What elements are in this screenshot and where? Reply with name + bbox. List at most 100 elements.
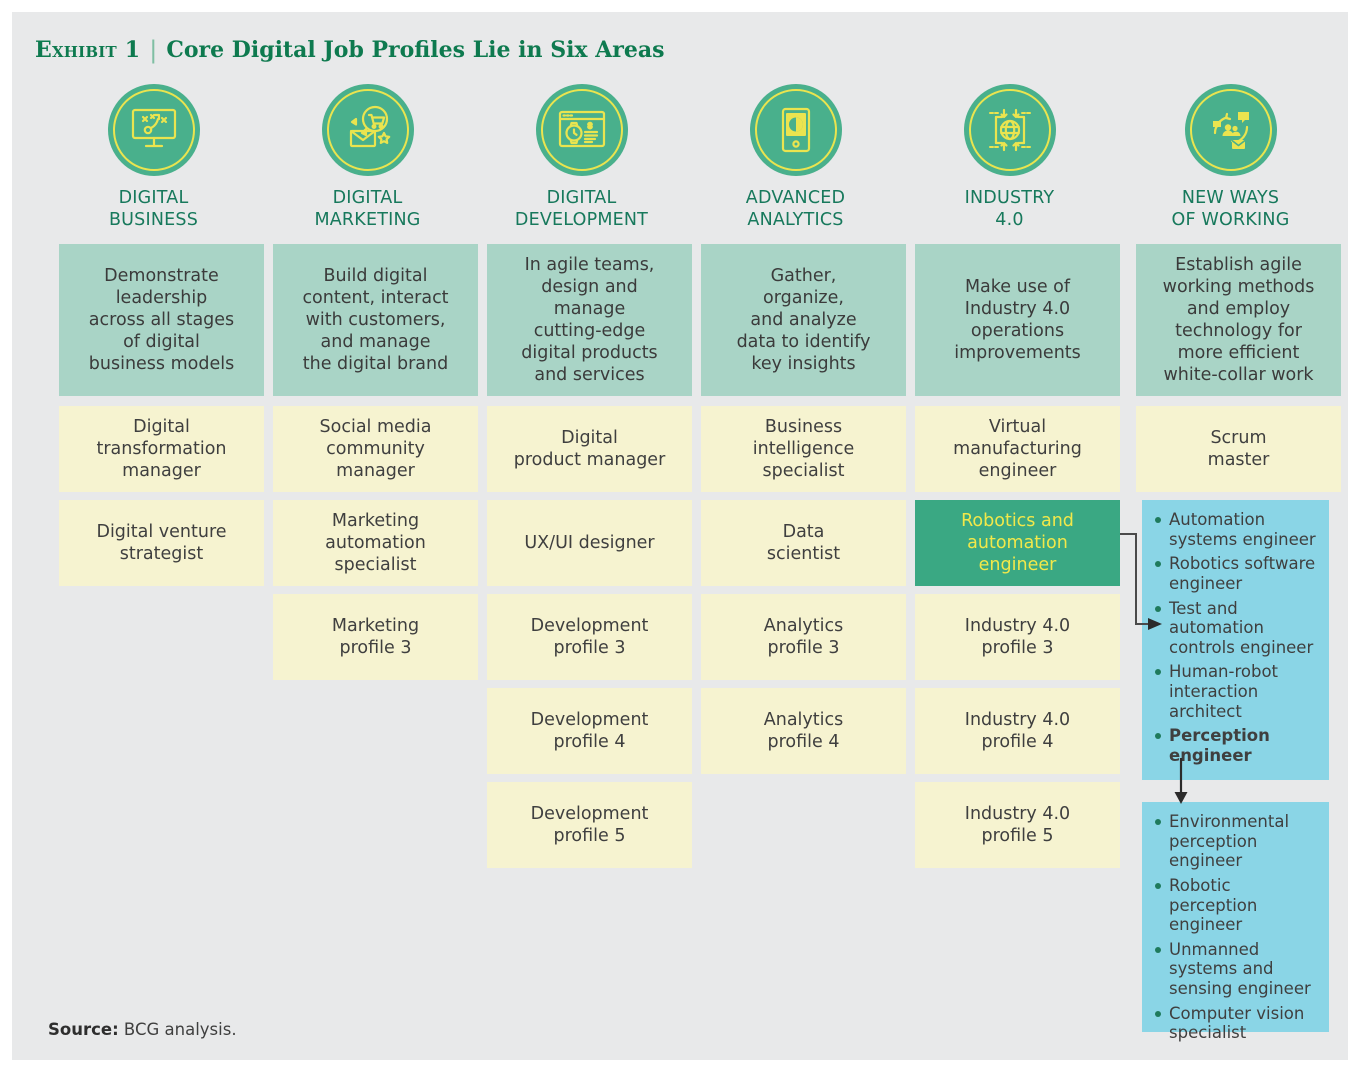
callout-item[interactable]: Robotics software engineer [1154, 554, 1319, 593]
description-cell-5-text: Make use of Industry 4.0 operations impr… [954, 276, 1081, 364]
profile-cell-c4-r2-text: Data scientist [766, 521, 841, 564]
column-label-line1: DIGITAL [546, 188, 617, 208]
tablet-pie-chart-icon [749, 84, 842, 176]
profile-cell-c3-r4-text: Development profile 4 [530, 709, 649, 752]
profile-cell-c3-r1-text: Digital product manager [513, 427, 666, 470]
description-cell-1[interactable]: Demonstrate leadership across all stages… [59, 244, 264, 396]
profile-cell-c1-r1[interactable]: Digital transformation manager [59, 406, 264, 492]
profile-cell-c3-r3-text: Development profile 3 [530, 615, 649, 658]
column-label-line2: ANALYTICS [747, 209, 844, 230]
callout-item[interactable]: Human-robot interaction architect [1154, 662, 1319, 721]
column-label-line1: ADVANCED [745, 188, 846, 208]
profile-cell-c5-r4-text: Industry 4.0 profile 4 [964, 709, 1071, 752]
description-cell-6[interactable]: Establish agile working methods and empl… [1136, 244, 1341, 396]
column-label-line1: DIGITAL [118, 188, 189, 208]
profile-cell-c5-r4[interactable]: Industry 4.0 profile 4 [915, 688, 1120, 774]
description-cell-6-text: Establish agile working methods and empl… [1162, 254, 1315, 386]
column-label-line1: INDUSTRY [964, 188, 1055, 208]
profile-cell-c4-r3-text: Analytics profile 3 [763, 615, 844, 658]
callout-item[interactable]: Automation systems engineer [1154, 510, 1319, 549]
profile-cell-c2-r2[interactable]: Marketing automation specialist [273, 500, 478, 586]
column-label-line2: BUSINESS [108, 209, 199, 230]
column-label-line1: DIGITAL [332, 188, 403, 208]
exhibit-headline: Core Digital Job Profiles Lie in Six Are… [166, 37, 665, 63]
profile-cell-c3-r1[interactable]: Digital product manager [487, 406, 692, 492]
description-cell-1-text: Demonstrate leadership across all stages… [88, 265, 235, 375]
profile-cell-c6-r1-text: Scrum master [1207, 427, 1270, 470]
profile-cell-c2-r1[interactable]: Social media community manager [273, 406, 478, 492]
job-profile-grid: Demonstrate leadership across all stages… [47, 244, 1341, 1042]
callout-item[interactable]: Unmanned systems and sensing engineer [1154, 940, 1319, 999]
profile-cell-c5-r2-text: Robotics and automation engineer [961, 510, 1074, 576]
profile-cell-c1-r2[interactable]: Digital venture strategist [59, 500, 264, 586]
browser-window-watch-icon [535, 84, 628, 176]
source-note: Source: BCG analysis. [48, 1020, 237, 1039]
profile-cell-c4-r2[interactable]: Data scientist [701, 500, 906, 586]
profile-cell-c4-r3[interactable]: Analytics profile 3 [701, 594, 906, 680]
profile-cell-c3-r5-text: Development profile 5 [530, 803, 649, 846]
description-cell-2[interactable]: Build digital content, interact with cus… [273, 244, 478, 396]
callout-item[interactable]: Test and automation controls engineer [1154, 599, 1319, 658]
strategy-screen-icon [107, 84, 200, 176]
profile-cell-c3-r2[interactable]: UX/UI designer [487, 500, 692, 586]
profile-cell-c5-r1-text: Virtual manufacturing engineer [953, 416, 1082, 482]
profile-cell-c5-r5-text: Industry 4.0 profile 5 [964, 803, 1071, 846]
description-cell-5[interactable]: Make use of Industry 4.0 operations impr… [915, 244, 1120, 396]
description-cell-4-text: Gather, organize, and analyze data to id… [736, 265, 871, 375]
profile-cell-c5-r3[interactable]: Industry 4.0 profile 3 [915, 594, 1120, 680]
profile-cell-c5-r3-text: Industry 4.0 profile 3 [964, 615, 1071, 658]
profile-cell-c4-r4[interactable]: Analytics profile 4 [701, 688, 906, 774]
profile-cell-c5-r2[interactable]: Robotics and automation engineer [915, 500, 1120, 586]
connector-arrow-robotics-to-callout [1120, 533, 1162, 630]
profile-cell-c1-r1-text: Digital transformation manager [96, 416, 227, 482]
profile-cell-c2-r1-text: Social media community manager [319, 416, 432, 482]
profile-cell-c4-r1-text: Business intelligence specialist [752, 416, 855, 482]
profile-cell-c4-r4-text: Analytics profile 4 [763, 709, 844, 752]
profile-cell-c6-r1[interactable]: Scrum master [1136, 406, 1341, 492]
exhibit-title: Exhibit 1 | Core Digital Job Profiles Li… [35, 30, 1315, 70]
profile-cell-c3-r4[interactable]: Development profile 4 [487, 688, 692, 774]
callout-item[interactable]: Environmental perception engineer [1154, 812, 1319, 871]
profile-cell-c5-r1[interactable]: Virtual manufacturing engineer [915, 406, 1120, 492]
column-label-line2: 4.0 [995, 209, 1024, 230]
profile-cell-c4-r1[interactable]: Business intelligence specialist [701, 406, 906, 492]
column-label-line2: OF WORKING [1171, 209, 1290, 230]
profile-cell-c1-r2-text: Digital venture strategist [96, 521, 227, 564]
description-cell-2-text: Build digital content, interact with cus… [302, 265, 449, 375]
profile-cell-c5-r5[interactable]: Industry 4.0 profile 5 [915, 782, 1120, 868]
globe-network-icon [963, 84, 1056, 176]
source-text: BCG analysis. [118, 1020, 237, 1039]
callout-item[interactable]: Computer vision specialist [1154, 1004, 1319, 1043]
profile-cell-c2-r3[interactable]: Marketing profile 3 [273, 594, 478, 680]
profile-cell-c3-r5[interactable]: Development profile 5 [487, 782, 692, 868]
profile-cell-c2-r3-text: Marketing profile 3 [331, 615, 420, 658]
callout-item[interactable]: Robotic perception engineer [1154, 876, 1319, 935]
source-label: Source: [48, 1020, 119, 1039]
description-cell-3[interactable]: In agile teams, design and manage cuttin… [487, 244, 692, 396]
column-label-line2: DEVELOPMENT [514, 209, 649, 230]
description-cell-4[interactable]: Gather, organize, and analyze data to id… [701, 244, 906, 396]
description-cell-3-text: In agile teams, design and manage cuttin… [521, 254, 658, 386]
title-separator: | [149, 36, 158, 64]
collaboration-cycle-icon [1184, 84, 1277, 176]
profile-cell-c3-r3[interactable]: Development profile 3 [487, 594, 692, 680]
profile-cell-c3-r2-text: UX/UI designer [524, 532, 655, 553]
exhibit-number-label: Exhibit 1 [35, 37, 141, 63]
callout-item[interactable]: Perception engineer [1154, 726, 1319, 765]
